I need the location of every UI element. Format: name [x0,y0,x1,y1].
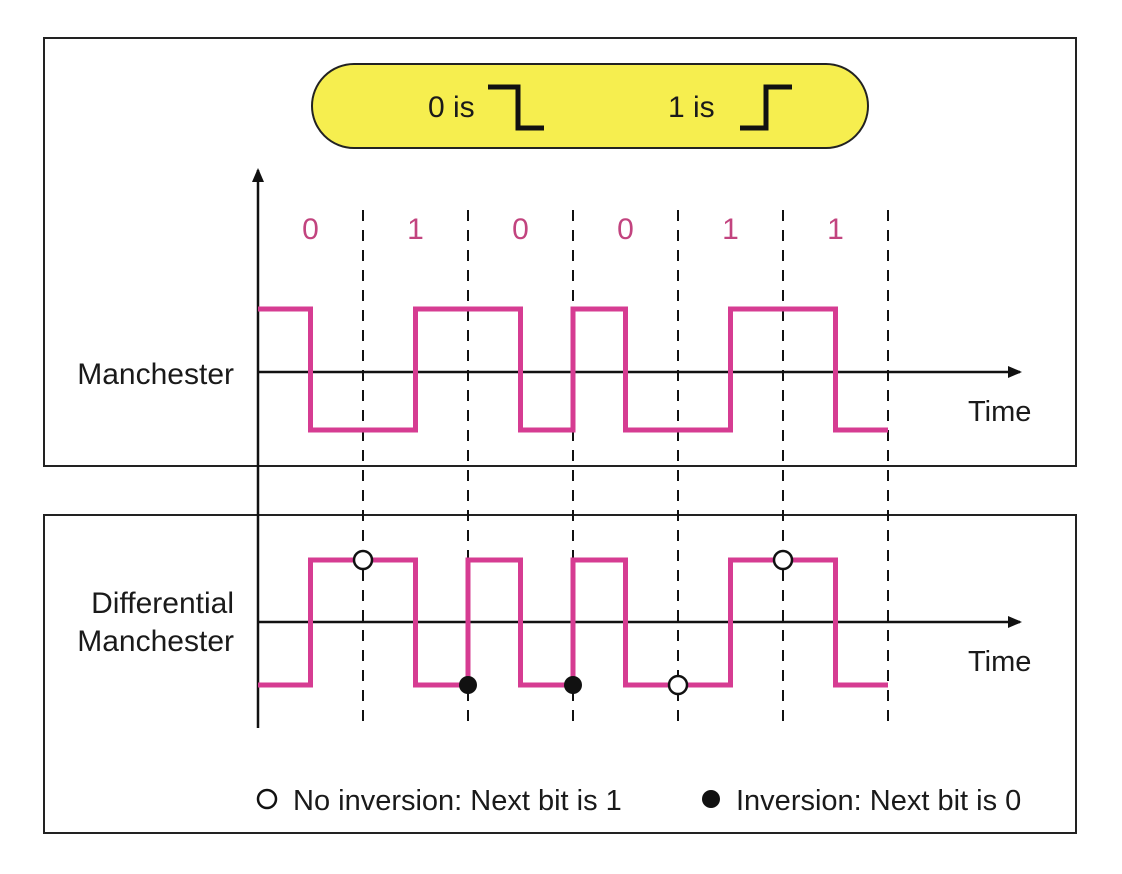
no-inversion-symbol [256,788,278,810]
one-definition-label: 1 is [668,91,715,124]
bit-boundaries [362,210,889,730]
manchester-label: Manchester [77,358,234,391]
inversion-legend: No inversion: Next bit is 1 Inversion: N… [256,785,1021,817]
bit-label: 1 [722,213,739,246]
bit-label: 1 [827,213,844,246]
manchester-time-label: Time [968,396,1031,428]
differential-label-line1: Differential [91,587,234,620]
falling-edge-icon [488,84,544,131]
differential-time-label: Time [968,646,1031,678]
rising-edge-icon [740,84,792,131]
bit-label: 1 [407,213,424,246]
bit-label: 0 [302,213,319,246]
no-inversion-marker [772,549,794,571]
inversion-marker [564,676,582,694]
no-inversion-marker [667,674,689,696]
bit-labels: 0 1 0 0 1 1 [302,213,844,246]
transition-markers [352,549,794,696]
manchester-signal [258,306,888,433]
differential-label-line2: Manchester [77,625,234,658]
bit-label: 0 [617,213,634,246]
no-inversion-text: No inversion: Next bit is 1 [293,785,622,817]
legend-pill [311,63,869,149]
zero-definition-label: 0 is [428,91,475,124]
bit-definition-legend: 0 is 1 is [311,63,869,149]
inversion-symbol [702,790,720,808]
differential-panel [43,514,1077,834]
inversion-marker [459,676,477,694]
no-inversion-marker [352,549,374,571]
bit-label: 0 [512,213,529,246]
manchester-panel [43,37,1077,467]
inversion-text: Inversion: Next bit is 0 [736,785,1021,817]
